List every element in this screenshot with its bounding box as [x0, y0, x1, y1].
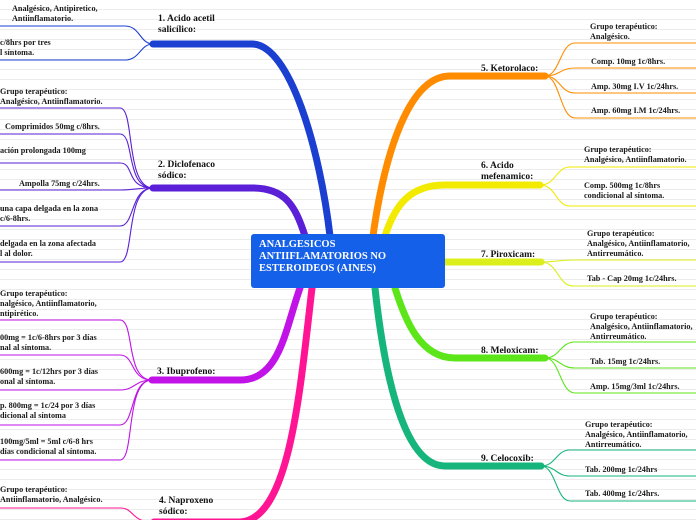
leaf-piroxicam-2[interactable]: Tab - Cap 20mg 1c/24hrs.: [587, 274, 677, 283]
branch-diclofenaco: [149, 184, 309, 240]
topic-meloxicam[interactable]: 8. Meloxicam:: [481, 346, 539, 356]
leaf-line: [540, 449, 696, 467]
leaf-mefenamico-1[interactable]: Grupo terapéutico: Analgésico, Antiinfla…: [584, 145, 687, 164]
leaf-acido-acetil-1[interactable]: Analgésico, Antipiretico, Antiinflamator…: [12, 4, 98, 23]
leaf-line: [540, 259, 696, 263]
leaf-line: [539, 166, 696, 186]
leaf-line: [544, 357, 696, 394]
topic-ketorolaco[interactable]: 5. Ketorolaco:: [481, 64, 539, 74]
leaf-ketorolaco-1[interactable]: Grupo terapéutico: Analgésico.: [590, 22, 658, 41]
branch-ibuprofeno: [148, 284, 304, 384]
leaf-ketorolaco-4[interactable]: Amp. 60mg I.M 1c/24hrs.: [591, 106, 681, 115]
leaf-celocoxib-1[interactable]: Grupo terapéutico: Analgésico, Antiinfla…: [585, 420, 688, 449]
leaf-celocoxib-3[interactable]: Tab. 400mg 1c/24hrs.: [585, 489, 660, 498]
leaf-ibuprofeno-2[interactable]: 00mg = 1c/6-8hrs por 3 días nal al sínto…: [0, 333, 97, 352]
leaf-diclofenaco-5[interactable]: una capa delgada en la zona c/6-8hrs.: [0, 204, 99, 223]
leaf-line: [0, 379, 153, 461]
leaf-line: [540, 261, 696, 287]
leaf-line: [0, 133, 154, 189]
leaf-line: [540, 465, 696, 477]
branch-ketorolaco: [369, 72, 549, 240]
branch-naproxeno: [151, 284, 316, 520]
leaf-line: [0, 187, 154, 191]
topic-celocoxib[interactable]: 9. Celocoxib:: [481, 454, 534, 464]
leaf-line: [539, 184, 696, 207]
topic-ibuprofeno[interactable]: 3. Ibuprofeno:: [157, 367, 216, 377]
leaf-diclofenaco-1[interactable]: Grupo terapéutico: Analgésico, Antiinfla…: [0, 87, 103, 106]
leaf-diclofenaco-2[interactable]: Comprimidos 50mg c/8hrs.: [5, 122, 100, 131]
leaf-line: [0, 507, 144, 520]
leaf-line: [0, 354, 153, 381]
topic-mefenamico[interactable]: 6. Acido mefenamico:: [481, 161, 534, 182]
branch-meloxicam: [391, 284, 549, 362]
leaf-ibuprofeno-5[interactable]: 100mg/5ml = 5ml c/6-8 hrs días condicion…: [0, 437, 97, 456]
leaf-celocoxib-2[interactable]: Tab. 200mg 1c/24hrs: [585, 465, 658, 474]
topic-diclofenaco[interactable]: 2. Diclofenaco sódico:: [158, 160, 215, 181]
leaf-line: [0, 107, 154, 189]
leaf-ibuprofeno-3[interactable]: 600mg = 1c/12hrs por 3 días onal al sínt…: [0, 367, 98, 386]
leaf-ketorolaco-3[interactable]: Amp. 30mg I.V 1c/24hrs.: [591, 82, 679, 91]
branch-mefenamico: [381, 181, 544, 240]
leaf-naproxeno-1[interactable]: Grupo terapéutico: Antiinflamatorio, Ana…: [0, 485, 103, 504]
leaf-line: [540, 465, 696, 502]
branch-celocoxib: [371, 284, 545, 470]
leaf-piroxicam-1[interactable]: Grupo terapéutico: Analgésico, Antiinfla…: [587, 229, 690, 258]
leaf-ketorolaco-2[interactable]: Comp. 10mg 1c/8hrs.: [591, 57, 666, 66]
leaf-line: [544, 341, 696, 359]
root-node[interactable]: ANALGESICOS ANTIIFLAMATORIOS NO ESTEROID…: [251, 234, 445, 288]
leaf-mefenamico-2[interactable]: Comp. 500mg 1c/8hrs condicional al sínto…: [584, 181, 665, 200]
leaf-line: [544, 67, 696, 77]
leaf-line: [0, 25, 154, 45]
leaf-line: [0, 162, 154, 189]
leaf-ibuprofeno-4[interactable]: p. 800mg = 1c/24 por 3 días dicional al …: [0, 401, 96, 420]
leaf-acido-acetil-2[interactable]: c/8hrs por tres l síntoma.: [0, 38, 51, 57]
topic-piroxicam[interactable]: 7. Piroxicam:: [481, 250, 536, 260]
leaf-ibuprofeno-1[interactable]: Grupo terapéutico: nalgésico, Antiinflam…: [0, 289, 97, 318]
leaf-meloxicam-1[interactable]: Grupo terapéutico: Analgésico, Antiinfla…: [590, 312, 693, 341]
branch-acido-acetil: [149, 40, 334, 240]
leaf-diclofenaco-4[interactable]: Ampolla 75mg c/24hrs.: [19, 179, 100, 188]
leaf-line: [0, 319, 153, 381]
leaf-line: [544, 75, 696, 119]
topic-naproxeno[interactable]: 4. Naproxeno sódico:: [159, 496, 214, 517]
topic-acido-acetil[interactable]: 1. Acido acetil salicílico:: [158, 14, 215, 35]
leaf-line: [544, 357, 696, 369]
leaf-diclofenaco-6[interactable]: delgada en la zona afectada l al dolor.: [0, 239, 96, 258]
leaf-diclofenaco-3[interactable]: ación prolongada 100mg: [0, 146, 86, 155]
leaf-line: [0, 187, 154, 263]
leaf-meloxicam-2[interactable]: Tab. 15mg 1c/24hrs.: [590, 357, 661, 366]
leaf-line: [0, 43, 154, 61]
leaf-meloxicam-3[interactable]: Amp. 15mg/3ml 1c/24hrs.: [590, 382, 680, 391]
leaf-line: [544, 42, 696, 77]
